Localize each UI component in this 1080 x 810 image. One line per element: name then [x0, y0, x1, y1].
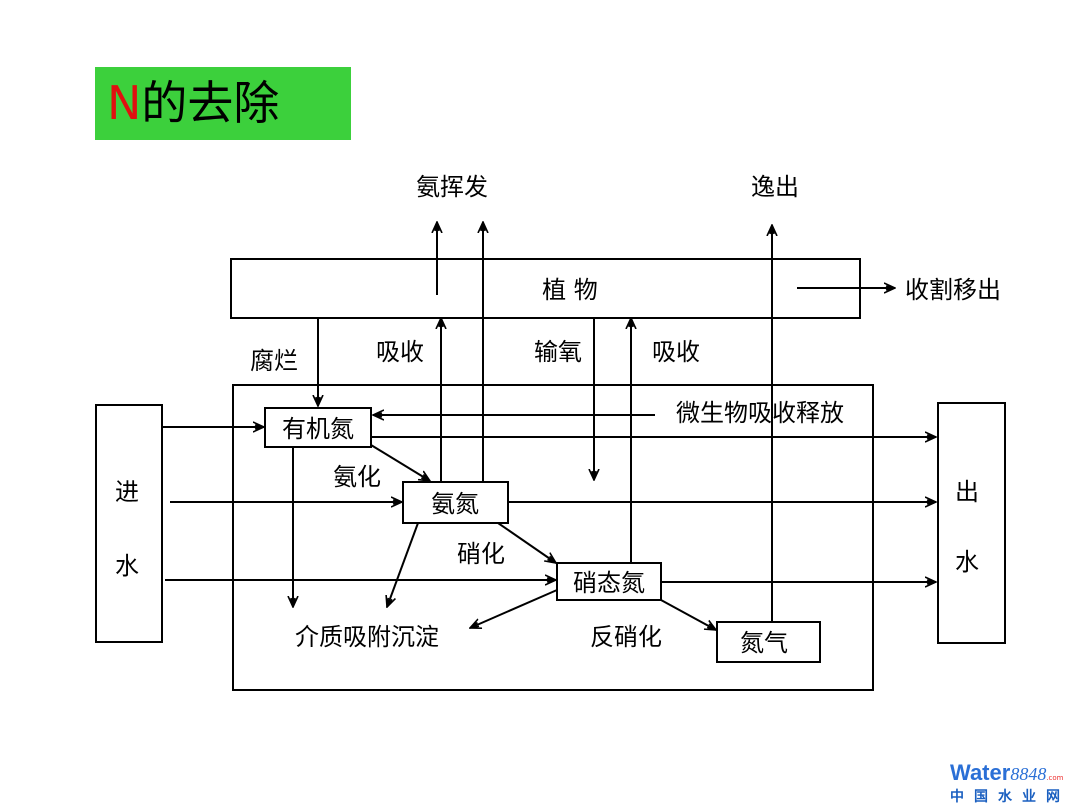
- outflow-label-2: 水: [955, 548, 979, 576]
- ammonia-n-box: [402, 481, 509, 524]
- label-ammonification: 氨化: [333, 463, 381, 491]
- slide-title: N的去除: [107, 75, 279, 131]
- nitrate-n-box: [556, 562, 662, 601]
- plant-label: 植 物: [542, 276, 598, 304]
- nitrogen-gas-box: [716, 621, 821, 663]
- label-volatilization: 氨挥发: [416, 173, 488, 201]
- label-decay: 腐烂: [250, 347, 298, 375]
- title-prefix: N: [107, 76, 142, 130]
- arrow-ammonia-adsorption: [387, 522, 419, 607]
- slide-title-box: N的去除: [95, 67, 351, 140]
- arrow-ammonification: [370, 444, 430, 481]
- logo-brand: Water: [950, 760, 1011, 785]
- label-oxygen-transport: 输氧: [534, 338, 582, 366]
- label-uptake-right: 吸收: [652, 338, 700, 366]
- label-denitrification: 反硝化: [590, 623, 662, 651]
- label-harvest: 收割移出: [905, 276, 1001, 304]
- arrow-nitrification: [497, 522, 556, 563]
- logo-chinese: 中国水业网: [950, 789, 1070, 805]
- logo-suffix: .com: [1046, 774, 1064, 782]
- nitrogen-gas-label: 氮气: [740, 629, 788, 657]
- arrow-denitrification: [660, 599, 716, 630]
- water8848-logo: Water8848.com 中国水业网: [950, 760, 1075, 806]
- organic-n-label: 有机氮: [282, 415, 354, 443]
- wetland-box: [232, 384, 874, 691]
- label-microbial: 微生物吸收释放: [676, 399, 844, 427]
- outflow-box: [937, 402, 1006, 644]
- nitrate-n-label: 硝态氮: [573, 569, 645, 597]
- ammonia-n-label: 氨氮: [431, 490, 479, 518]
- arrow-nitrate-adsorption: [470, 589, 558, 628]
- title-rest: 的去除: [141, 76, 280, 130]
- flow-arrows: [163, 222, 936, 630]
- outflow-label-1: 出: [955, 478, 979, 506]
- inflow-box: [95, 404, 163, 643]
- label-nitrification: 硝化: [457, 540, 505, 568]
- inflow-label-2: 水: [115, 552, 139, 580]
- inflow-label-1: 进: [115, 478, 139, 506]
- label-escape: 逸出: [751, 173, 799, 201]
- label-adsorption: 介质吸附沉淀: [295, 623, 439, 651]
- label-uptake-left: 吸收: [376, 338, 424, 366]
- organic-n-box: [264, 407, 372, 448]
- logo-number: 8848: [1010, 764, 1047, 784]
